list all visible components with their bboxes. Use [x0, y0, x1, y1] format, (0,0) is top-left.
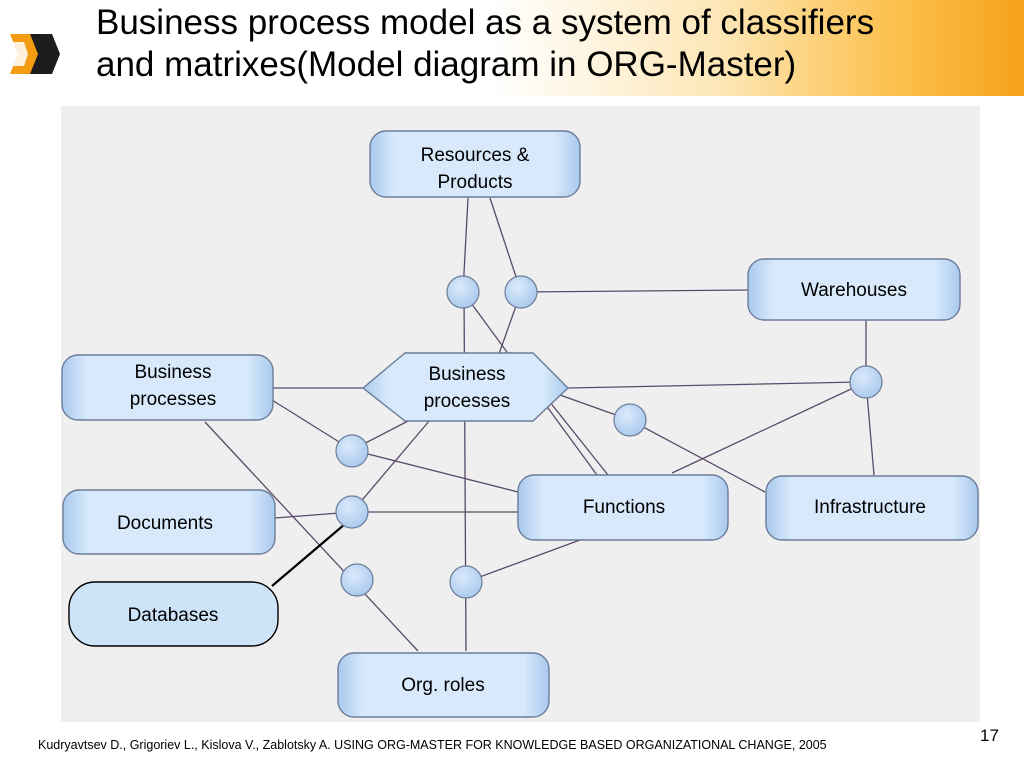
link-line: [351, 419, 431, 513]
node-resources-products: Resources & Products: [369, 130, 581, 198]
node-infrastructure-label: Infrastructure: [814, 497, 926, 518]
node-warehouses: Warehouses: [747, 258, 961, 321]
title-band: [0, 0, 1024, 96]
node-business-processes-hub-label-2: processes: [424, 391, 511, 412]
arrow-logo-icon: [10, 34, 60, 74]
citation-footer: Kudryavtsev D., Grigoriev L., Kislova V.…: [38, 738, 827, 752]
slide-title-line-1: Business process model as a system of cl…: [96, 3, 875, 42]
page-number: 17: [980, 726, 999, 745]
connector-dot: [504, 275, 538, 309]
connector-dot: [613, 403, 647, 437]
connector-dot: [335, 434, 369, 468]
node-business-processes-classifier-label-2: processes: [130, 389, 217, 410]
node-business-processes-hub-label-1: Business: [428, 364, 505, 385]
link-line: [629, 419, 766, 493]
connector-dots: [335, 275, 883, 599]
node-databases-label: Databases: [128, 605, 219, 626]
connector-dot: [446, 275, 480, 309]
node-resources-products-label-1: Resources &: [421, 145, 530, 166]
link-line: [351, 449, 519, 493]
node-databases: Databases: [68, 581, 279, 647]
node-org-roles-label: Org. roles: [401, 675, 484, 696]
connector-dot: [449, 565, 483, 599]
link-line: [520, 289, 751, 293]
slide-title: Business process model as a system of cl…: [96, 2, 1006, 86]
node-infrastructure: Infrastructure: [765, 475, 979, 541]
link-line: [671, 381, 867, 474]
slide-title-line-2: and matrixes(Model diagram in ORG-Master…: [96, 45, 797, 84]
node-resources-products-label-2: Products: [438, 172, 513, 193]
databases-link-line: [271, 523, 346, 587]
node-business-processes-hub: Business processes: [361, 352, 570, 422]
node-business-processes-classifier-label-1: Business: [134, 362, 211, 383]
connector-dot: [340, 563, 374, 597]
connector-dot: [335, 495, 369, 529]
link-line: [204, 421, 419, 652]
node-documents: Documents: [62, 489, 276, 555]
link-line: [567, 381, 861, 389]
link-line: [465, 539, 581, 583]
connector-dot: [849, 365, 883, 399]
node-warehouses-label: Warehouses: [801, 280, 907, 301]
node-functions: Functions: [517, 474, 729, 541]
node-functions-label: Functions: [583, 497, 665, 518]
node-documents-label: Documents: [117, 513, 213, 534]
node-business-processes-classifier: Business processes: [61, 354, 274, 421]
node-org-roles: Org. roles: [337, 652, 550, 718]
